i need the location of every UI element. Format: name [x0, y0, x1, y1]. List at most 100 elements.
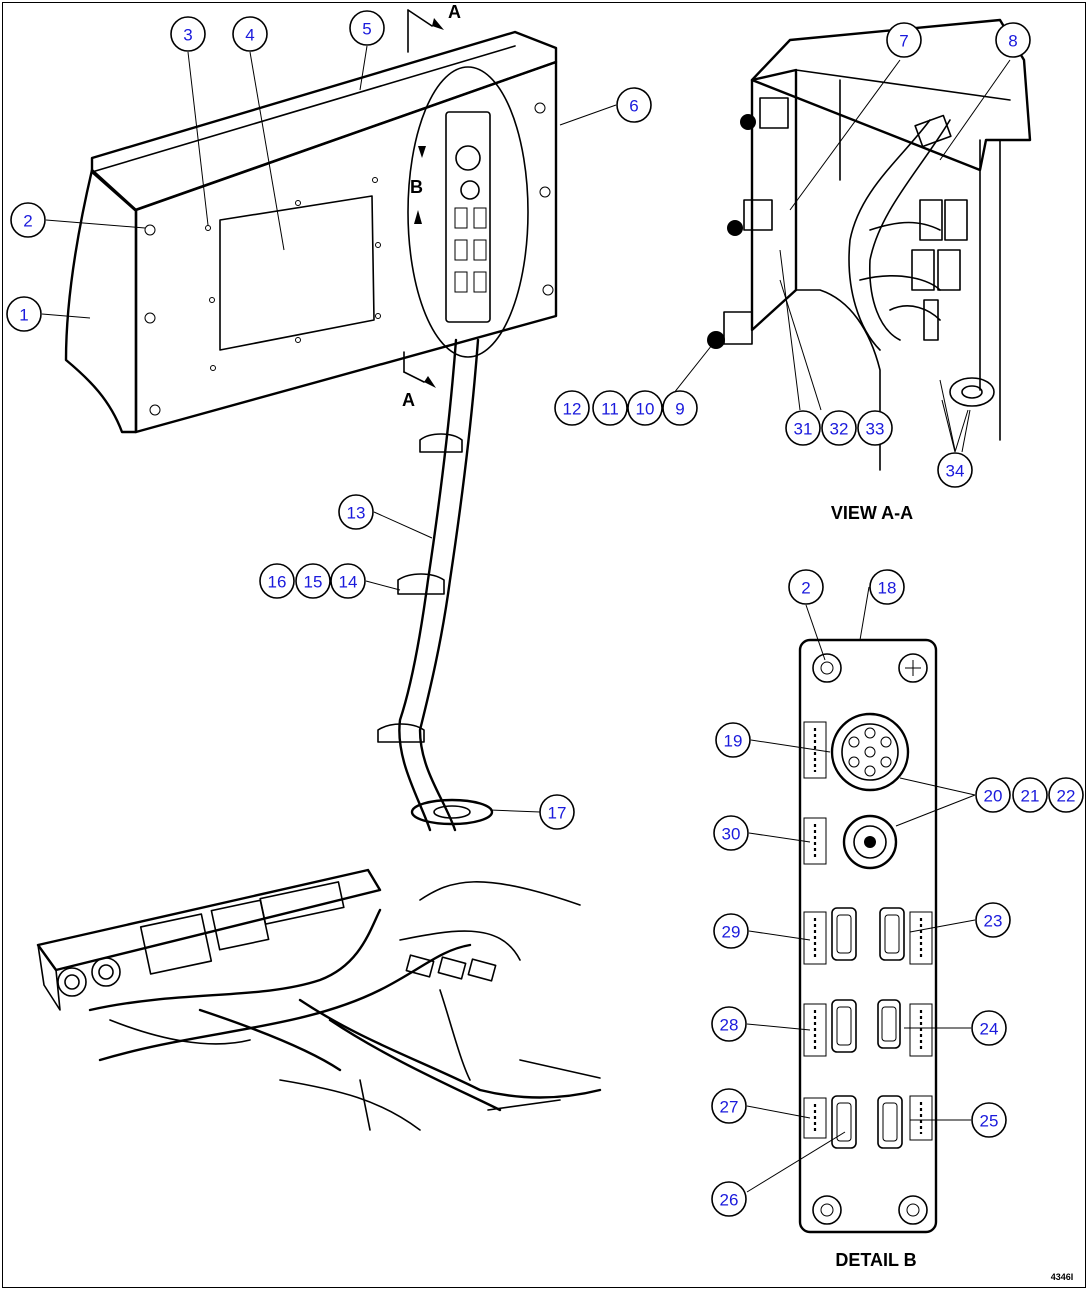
detail-marker-b: B [410, 177, 423, 197]
callout-bubble [295, 563, 331, 599]
callout-bubble [857, 410, 893, 446]
callout-10: 10 [627, 390, 663, 426]
callout-number: 14 [339, 573, 358, 592]
callout-4: 4 [232, 16, 268, 52]
callout-21: 21 [1012, 777, 1048, 813]
section-marker-a-bottom: A [402, 390, 415, 410]
callout-2: 2 [10, 202, 46, 238]
callout-28: 28 [711, 1006, 747, 1042]
callout-number: 26 [720, 1191, 739, 1210]
callout-bubble [349, 10, 385, 46]
callout-18: 18 [869, 569, 905, 605]
callout-bubble [10, 202, 46, 238]
callout-27: 27 [711, 1088, 747, 1124]
callout-number: 16 [268, 573, 287, 592]
callout-bubble [338, 494, 374, 530]
stud-bolts [707, 97, 789, 349]
callout-25: 25 [971, 1102, 1007, 1138]
callout-1: 1 [6, 296, 42, 332]
callout-number: 22 [1057, 787, 1076, 806]
callout-bubble [975, 777, 1011, 813]
callout-12: 12 [554, 390, 590, 426]
callout-number: 19 [724, 732, 743, 751]
callout-number: 1 [19, 306, 28, 325]
callout-number: 12 [563, 400, 582, 419]
callout-bubble [539, 794, 575, 830]
callout-number: 7 [899, 32, 908, 51]
callout-bubble [711, 1006, 747, 1042]
callout-number: 13 [347, 504, 366, 523]
callout-5: 5 [349, 10, 385, 46]
callout-bubble [616, 87, 652, 123]
callout-2: 2 [788, 569, 824, 605]
callout-number: 30 [722, 825, 741, 844]
callout-bubble [995, 22, 1031, 58]
callout-bubble [259, 563, 295, 599]
callout-number: 5 [362, 20, 371, 39]
callout-24: 24 [971, 1010, 1007, 1046]
callout-13: 13 [338, 494, 374, 530]
callout-bubble [713, 913, 749, 949]
callout-bubble [232, 16, 268, 52]
callout-26: 26 [711, 1181, 747, 1217]
callout-9: 9 [662, 390, 698, 426]
view-aa-title: VIEW A-A [831, 503, 913, 523]
callout-bubble [937, 452, 973, 488]
callout-34: 34 [937, 452, 973, 488]
callout-bubble [821, 410, 857, 446]
callout-3: 3 [170, 16, 206, 52]
callout-bubble [1048, 777, 1084, 813]
callout-number: 25 [980, 1112, 999, 1131]
callout-number: 21 [1021, 787, 1040, 806]
callout-bubble [788, 569, 824, 605]
callout-30: 30 [713, 815, 749, 851]
callout-14: 14 [330, 563, 366, 599]
callout-number: 29 [722, 923, 741, 942]
callout-bubble [711, 1088, 747, 1124]
figure-code: 4346I [1051, 1272, 1074, 1282]
callout-number: 9 [675, 400, 684, 419]
callout-33: 33 [857, 410, 893, 446]
detail-b-drawing [798, 638, 938, 1234]
callout-number: 33 [866, 420, 885, 439]
callout-31: 31 [785, 410, 821, 446]
callout-29: 29 [713, 913, 749, 949]
callout-7: 7 [886, 22, 922, 58]
callout-number: 32 [830, 420, 849, 439]
callout-bubble [1012, 777, 1048, 813]
detail-b-title: DETAIL B [835, 1250, 916, 1270]
callout-bubble [554, 390, 590, 426]
callout-number: 23 [984, 912, 1003, 931]
view-aa-drawing [707, 18, 1032, 471]
callout-bubble [627, 390, 663, 426]
control-box-assembly [64, 9, 558, 434]
callout-number: 10 [636, 400, 655, 419]
callout-19: 19 [715, 722, 751, 758]
lower-connector-assembly [36, 868, 602, 1131]
callout-number: 20 [984, 787, 1003, 806]
callout-bubble [713, 815, 749, 851]
callout-number: 2 [23, 212, 32, 231]
callout-20: 20 [975, 777, 1011, 813]
callout-number: 18 [878, 579, 897, 598]
callout-number: 8 [1008, 32, 1017, 51]
callout-bubble [869, 569, 905, 605]
callout-number: 17 [548, 804, 567, 823]
dsub-connectors [831, 907, 905, 1149]
callout-bubble [975, 902, 1011, 938]
harness-cable [377, 338, 541, 832]
callout-11: 11 [592, 390, 628, 426]
callout-number: 27 [720, 1098, 739, 1117]
callout-number: 24 [980, 1020, 999, 1039]
callout-16: 16 [259, 563, 295, 599]
callout-bubble [592, 390, 628, 426]
callout-number: 31 [794, 420, 813, 439]
callout-number: 15 [304, 573, 323, 592]
callout-bubble [971, 1102, 1007, 1138]
callout-bubble [971, 1010, 1007, 1046]
leader-lines [41, 45, 976, 1193]
callout-number: 11 [601, 400, 619, 419]
callout-23: 23 [975, 902, 1011, 938]
callout-bubble [785, 410, 821, 446]
